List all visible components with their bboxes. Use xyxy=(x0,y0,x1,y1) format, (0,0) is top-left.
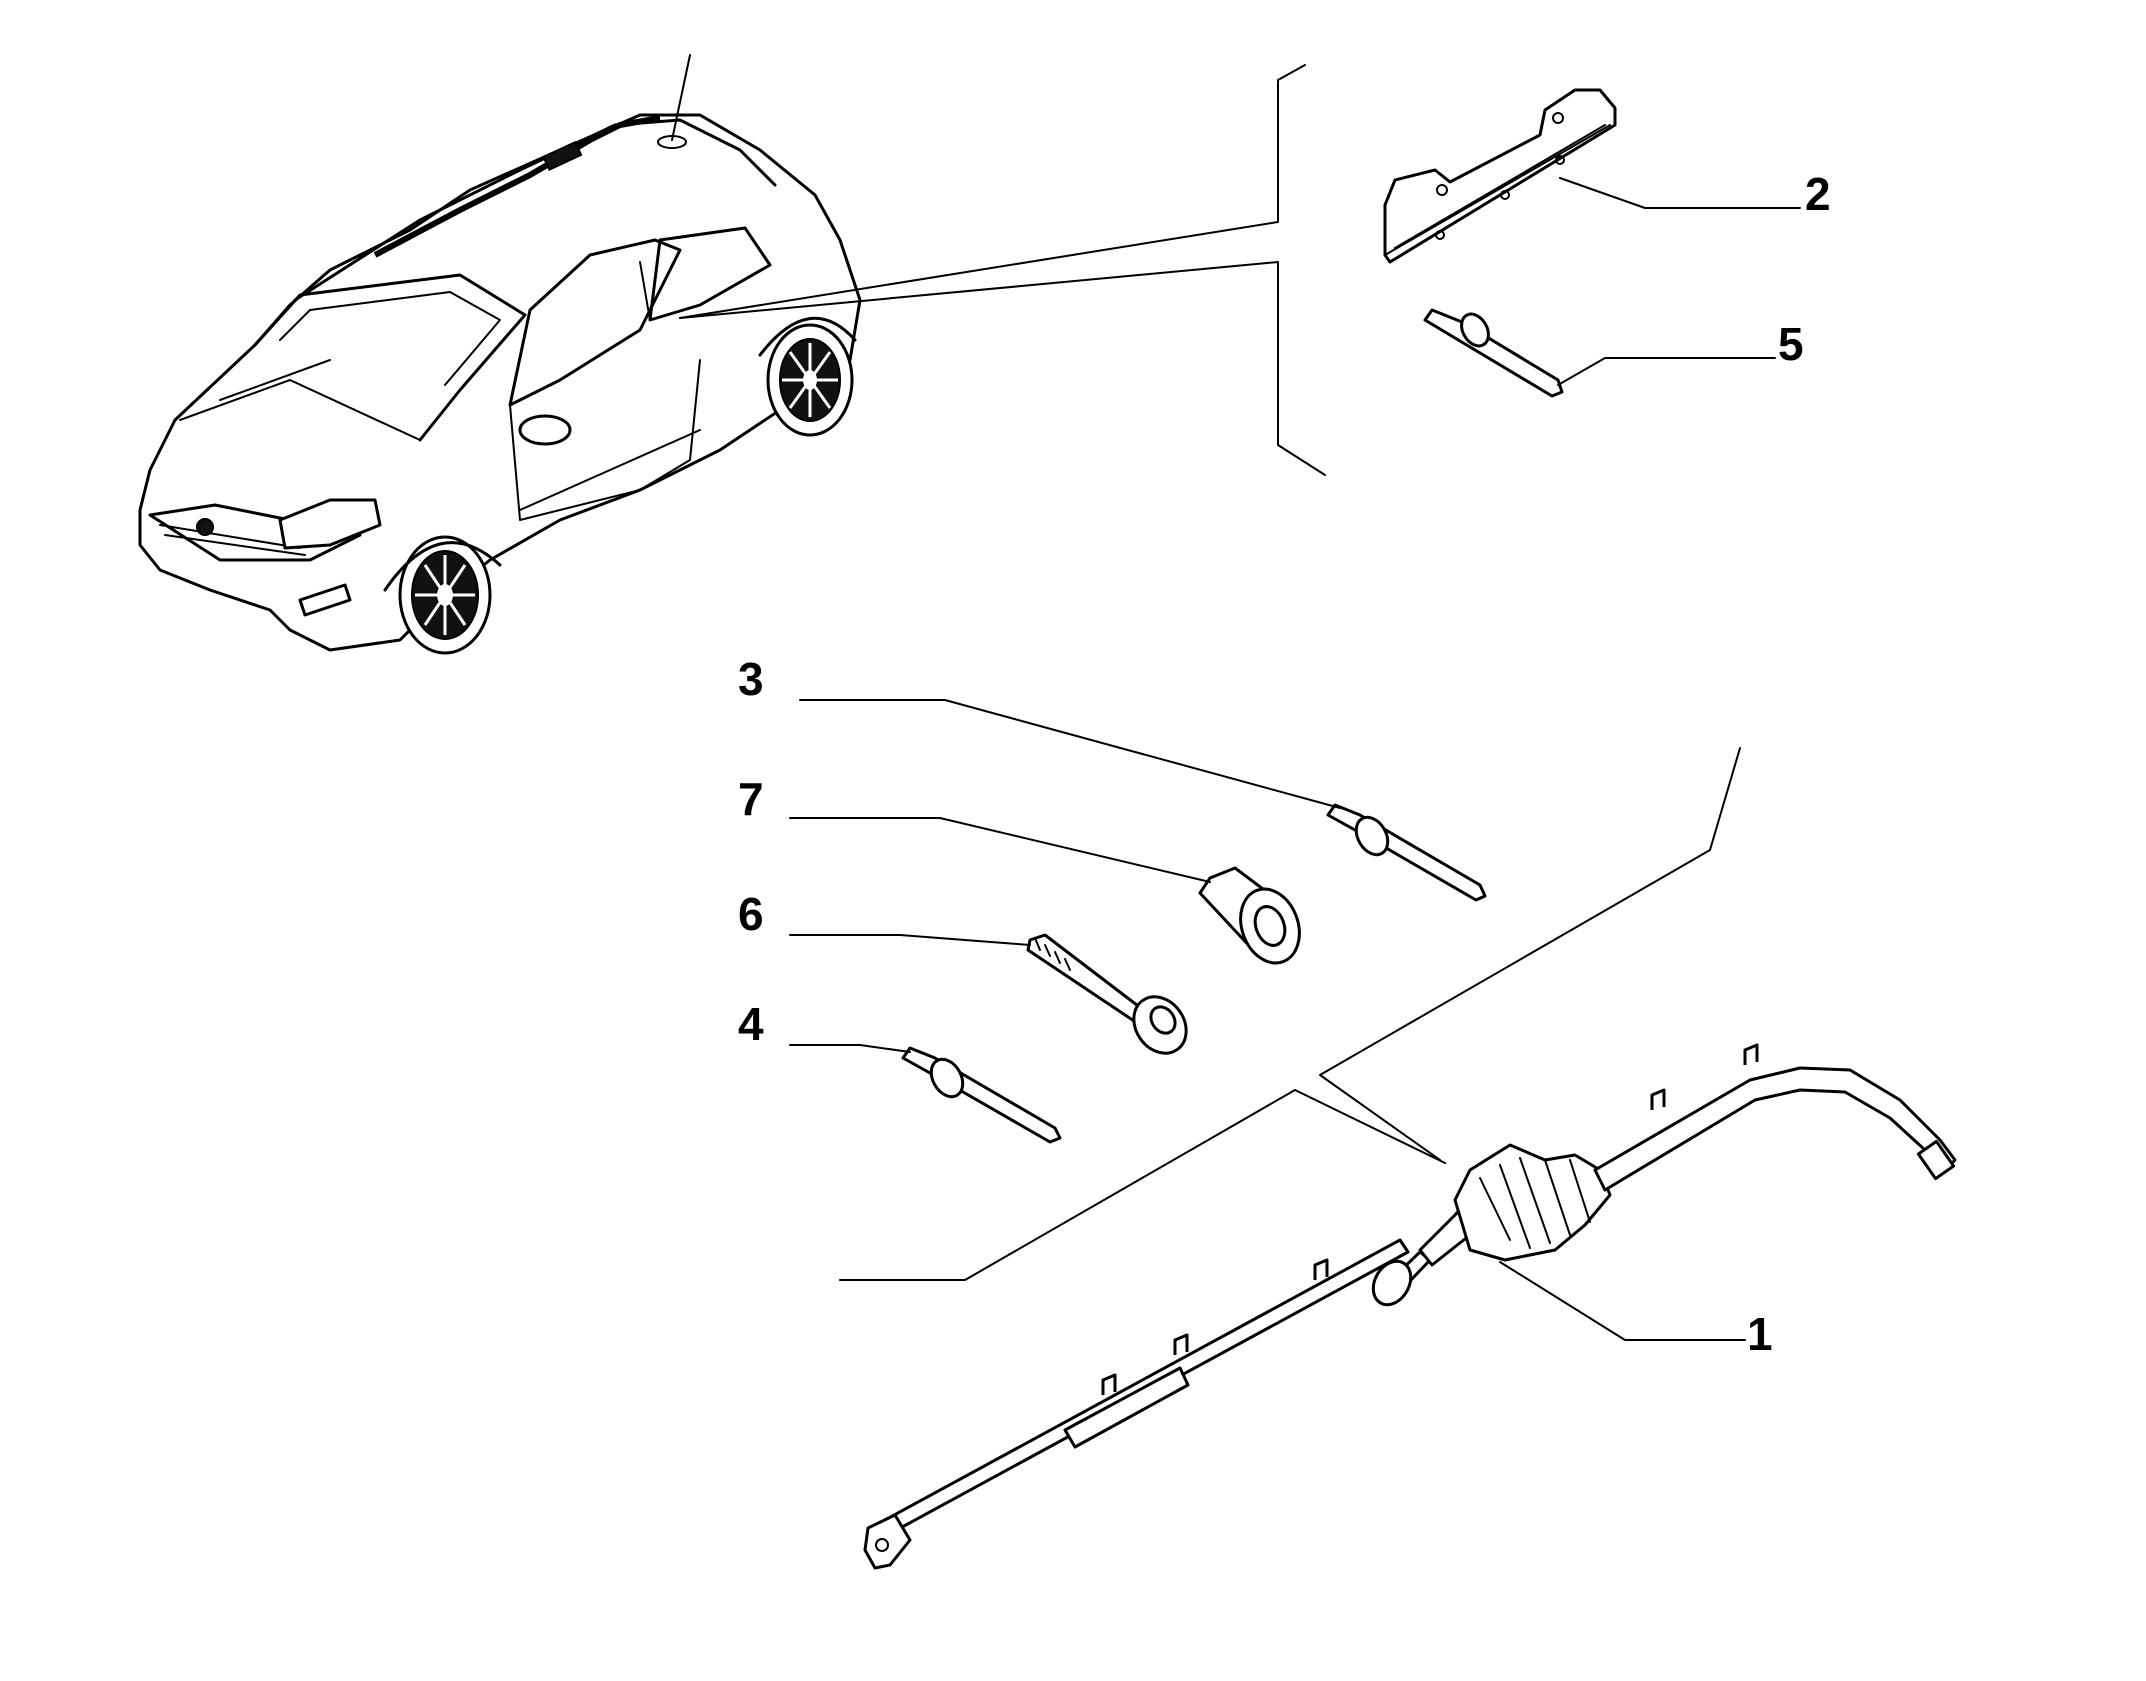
inset-bracket-bottom xyxy=(839,747,1741,1281)
callout-3: 3 xyxy=(738,653,764,705)
car-illustration xyxy=(138,54,862,655)
car-body-outline xyxy=(138,113,862,652)
car-hood-crease xyxy=(219,359,331,401)
car-badge xyxy=(196,518,214,536)
car-rear-wheel xyxy=(766,323,854,437)
car-windshield-inner xyxy=(279,291,501,386)
callout-6: 6 xyxy=(738,888,764,940)
callout-2: 2 xyxy=(1805,168,1831,220)
callout-1: 1 xyxy=(1747,1308,1773,1360)
callout-labels: 1 2 3 4 5 6 7 xyxy=(738,168,1831,1360)
part-4-rivet xyxy=(789,1044,1062,1144)
part-2-bracket xyxy=(1383,88,1801,264)
car-foglight xyxy=(298,583,352,617)
part-7-grommet xyxy=(789,817,1301,965)
car-mirror xyxy=(518,414,572,446)
car-door-line xyxy=(509,359,701,521)
car-hood-line xyxy=(179,379,421,441)
car-window-divider xyxy=(639,261,651,321)
callout-4: 4 xyxy=(738,998,764,1050)
car-antenna-leader xyxy=(671,54,691,141)
inset-bracket-top xyxy=(679,64,1326,476)
car-front-wheel xyxy=(398,535,492,655)
part-3-rivet xyxy=(799,699,1487,902)
part-6-bolt xyxy=(789,933,1188,1055)
part-5-rivet xyxy=(1423,308,1776,398)
part-1-harness xyxy=(863,1043,1957,1570)
car-windshield xyxy=(253,273,527,442)
callout-7: 7 xyxy=(738,773,764,825)
car-side-window xyxy=(508,238,682,407)
car-rear-window xyxy=(648,226,772,322)
car-headlight xyxy=(278,498,382,550)
car-side-molding xyxy=(519,429,701,511)
callout-5: 5 xyxy=(1778,318,1804,370)
